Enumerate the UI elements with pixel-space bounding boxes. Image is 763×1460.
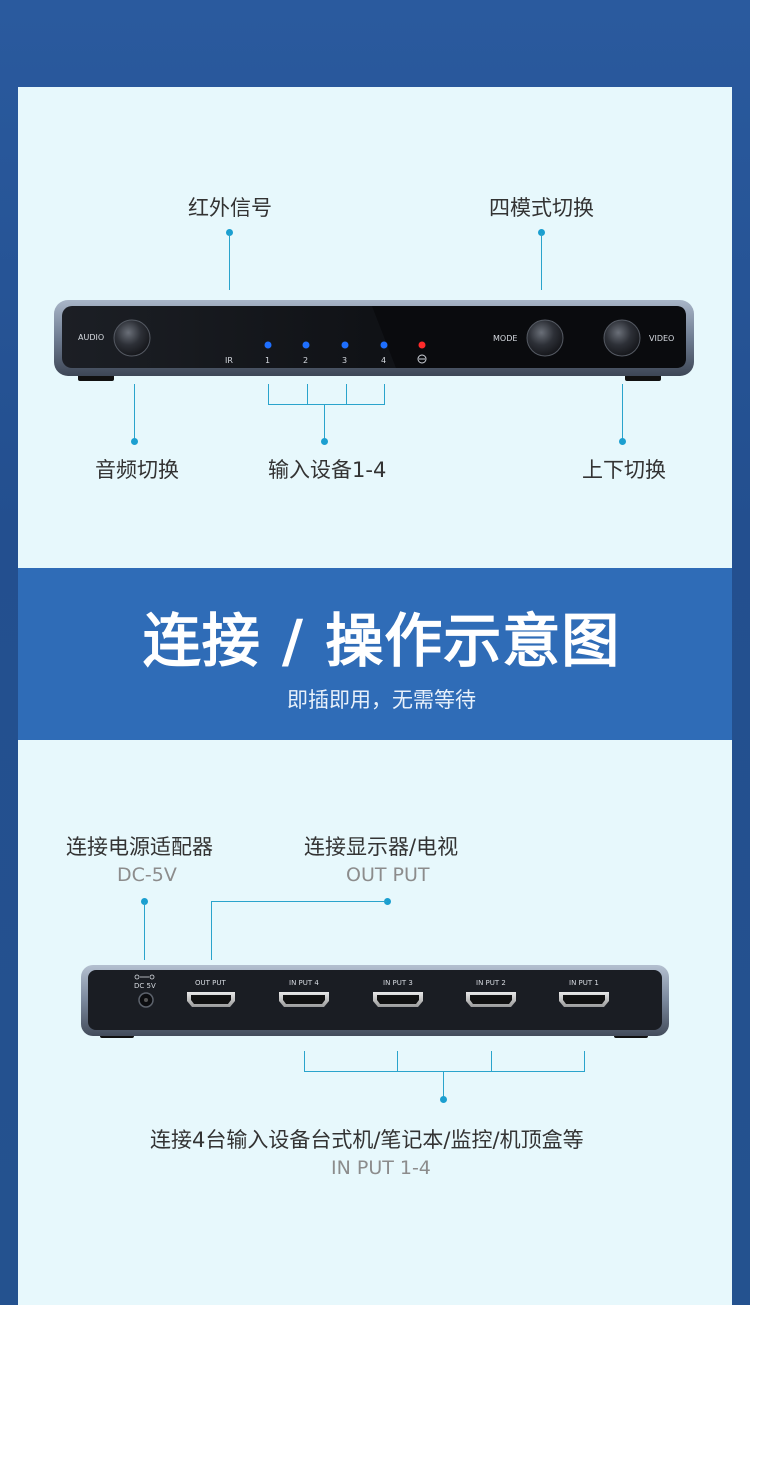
- port-label-in1: IN PUT 1: [569, 979, 599, 987]
- callout-line: [622, 384, 623, 440]
- callout-dot: [321, 438, 328, 445]
- port-label-in2: IN PUT 2: [476, 979, 506, 987]
- audio-label: AUDIO: [78, 333, 105, 342]
- bracket-line: [324, 404, 325, 440]
- led-label-2: 2: [303, 356, 309, 365]
- led-4: [380, 341, 388, 349]
- video-knob: [603, 319, 641, 357]
- callout-display: 连接显示器/电视: [304, 835, 459, 859]
- port-label-out: OUT PUT: [195, 979, 226, 987]
- led-2: [302, 341, 310, 349]
- callout-dot: [141, 898, 148, 905]
- mode-label: MODE: [493, 334, 518, 343]
- banner: [18, 568, 732, 740]
- led-label-4: 4: [381, 356, 387, 365]
- video-label: VIDEO: [649, 334, 675, 343]
- callout-dot: [226, 229, 233, 236]
- hdmi-port-in4: [279, 992, 329, 1007]
- audio-knob: [113, 319, 151, 357]
- hdmi-port-out: [187, 992, 235, 1007]
- bracket-line: [584, 1051, 585, 1071]
- callout-line: [541, 233, 542, 290]
- callout-updown: 上下切换: [582, 458, 666, 482]
- callout-inputs-bottom-sub: IN PUT 1-4: [331, 1157, 431, 1179]
- bracket-line: [443, 1071, 444, 1098]
- port-label-in3: IN PUT 3: [383, 979, 413, 987]
- callout-inputs-bottom: 连接4台输入设备台式机/笔记本/监控/机顶盒等: [150, 1128, 584, 1152]
- bracket-line: [491, 1051, 492, 1071]
- callout-line: [211, 901, 387, 902]
- callout-mode: 四模式切换: [489, 196, 594, 220]
- bracket-line: [268, 384, 269, 404]
- hdmi-port-in2: [466, 992, 516, 1007]
- led-1: [264, 341, 272, 349]
- callout-dot: [384, 898, 391, 905]
- callout-dot: [131, 438, 138, 445]
- callout-power: 连接电源适配器: [66, 835, 213, 859]
- callout-inputs: 输入设备1-4: [268, 458, 387, 482]
- ir-label: IR: [225, 356, 233, 365]
- banner-subtitle: 即插即用，无需等待: [287, 688, 476, 712]
- callout-line: [211, 901, 212, 960]
- callout-line: [134, 384, 135, 440]
- callout-line: [229, 233, 230, 290]
- callout-power-sub: DC-5V: [117, 864, 177, 886]
- callout-dot: [440, 1096, 447, 1103]
- hdmi-port-in1: [559, 992, 609, 1007]
- callout-line: [144, 902, 145, 960]
- dc-polarity-icon: [134, 974, 155, 980]
- led-label-1: 1: [265, 356, 271, 365]
- hdmi-port-in3: [373, 992, 423, 1007]
- bracket-line: [304, 1071, 585, 1072]
- callout-dot: [538, 229, 545, 236]
- led-power: [418, 341, 426, 349]
- led-3: [341, 341, 349, 349]
- dc-label: DC 5V: [134, 982, 156, 990]
- bracket-line: [397, 1051, 398, 1071]
- port-label-in4: IN PUT 4: [289, 979, 319, 987]
- callout-ir: 红外信号: [188, 196, 272, 220]
- bracket-line: [307, 384, 308, 404]
- mode-knob: [526, 319, 564, 357]
- led-label-3: 3: [342, 356, 348, 365]
- bracket-line: [304, 1051, 305, 1071]
- callout-display-sub: OUT PUT: [346, 864, 430, 886]
- banner-title: 连接 / 操作示意图: [142, 607, 621, 675]
- bracket-line: [268, 404, 385, 405]
- power-icon: [417, 354, 427, 364]
- callout-dot: [619, 438, 626, 445]
- callout-audio: 音频切换: [95, 458, 179, 482]
- bracket-line: [384, 384, 385, 404]
- bracket-line: [346, 384, 347, 404]
